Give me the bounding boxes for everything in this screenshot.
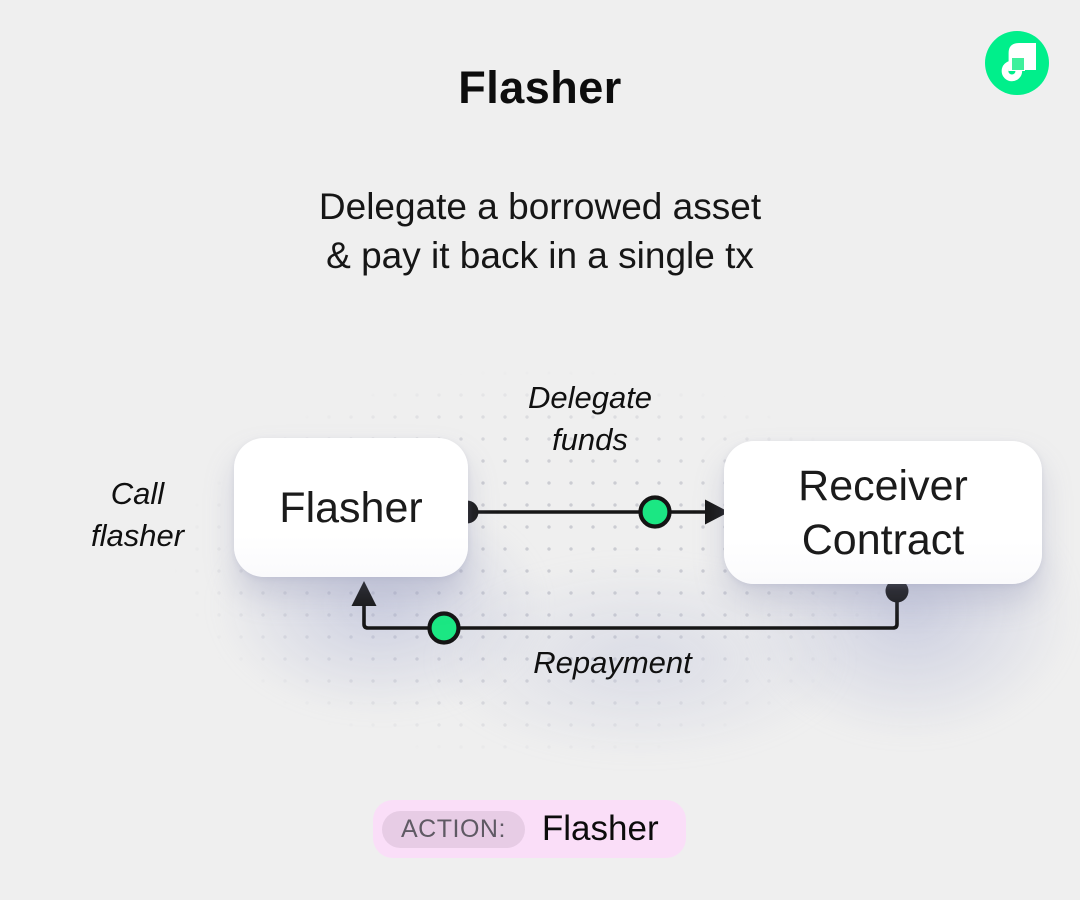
flow-logo-icon	[985, 31, 1049, 95]
edge-label-delegate-funds: Delegate funds	[527, 380, 653, 457]
node-receiver-label: Receiver Contract	[798, 461, 968, 564]
node-flasher: Flasher	[234, 438, 468, 577]
page-title: Flasher	[458, 62, 622, 113]
page-subtitle: Delegate a borrowed asset & pay it back …	[318, 186, 762, 276]
edge-label-repayment: Repayment	[533, 645, 692, 680]
node-receiver-contract: Receiver Contract	[724, 441, 1042, 584]
action-badge: ACTION: Flasher	[373, 800, 686, 858]
edge-label-call-flasher: Call flasher	[90, 476, 185, 553]
action-badge-value: Flasher	[541, 809, 659, 848]
action-badge-prefix: ACTION:	[382, 810, 525, 848]
node-flasher-label: Flasher	[279, 483, 423, 532]
